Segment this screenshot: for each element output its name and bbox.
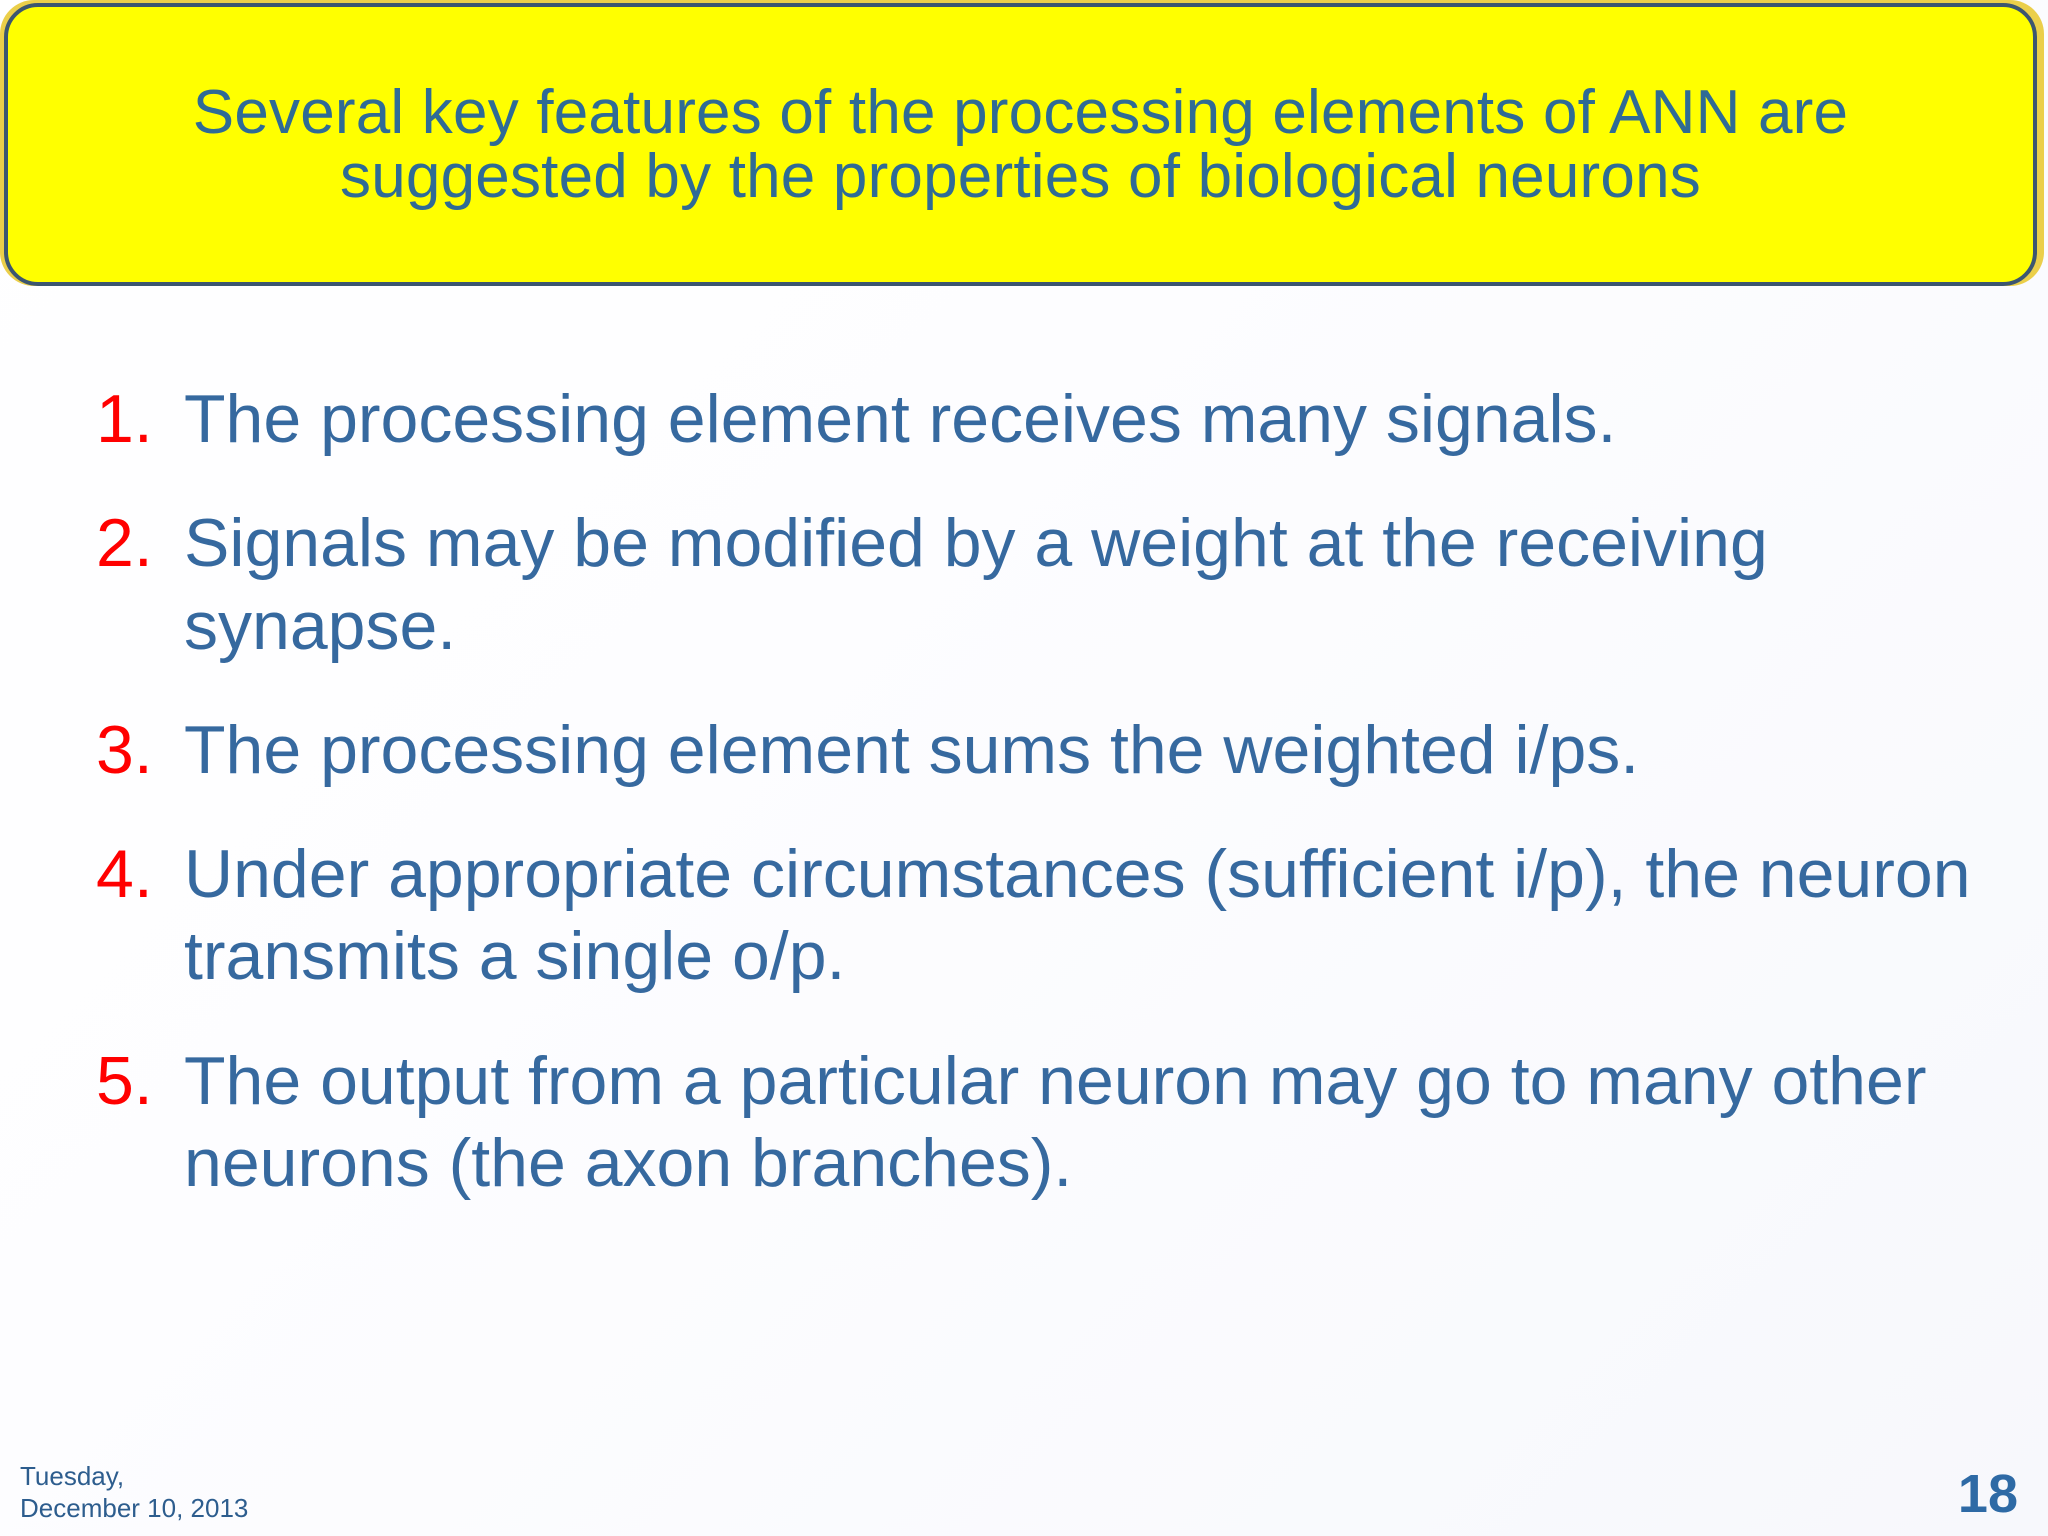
list-item-text: The output from a particular neuron may … bbox=[184, 1042, 1927, 1201]
list-item-number: 3. bbox=[96, 711, 153, 788]
list-item: 5. The output from a particular neuron m… bbox=[96, 1040, 1996, 1205]
list-item: 2. Signals may be modified by a weight a… bbox=[96, 502, 1996, 667]
list-item: 1. The processing element receives many … bbox=[96, 378, 1996, 460]
list-item-number: 2. bbox=[96, 505, 153, 582]
title-banner: Several key features of the processing e… bbox=[4, 3, 2037, 286]
page-number: 18 bbox=[1957, 1463, 2018, 1524]
list-item-number: 5. bbox=[96, 1042, 153, 1119]
list-item: 3. The processing element sums the weigh… bbox=[96, 709, 1996, 791]
slide-title: Several key features of the processing e… bbox=[192, 77, 1849, 211]
list-item-text: Under appropriate circumstances (suffici… bbox=[184, 836, 1971, 995]
list-item-number: 4. bbox=[96, 836, 153, 913]
footer-date: Tuesday, December 10, 2013 bbox=[20, 1460, 249, 1523]
numbered-feature-list: 1. The processing element receives many … bbox=[96, 378, 1996, 1246]
list-item: 4. Under appropriate circumstances (suff… bbox=[96, 833, 1996, 998]
list-item-number: 1. bbox=[96, 381, 153, 457]
list-item-text: The processing element sums the weighted… bbox=[184, 711, 1640, 788]
list-item-text: Signals may be modified by a weight at t… bbox=[184, 505, 1768, 664]
list-item-text: The processing element receives many sig… bbox=[184, 381, 1617, 457]
